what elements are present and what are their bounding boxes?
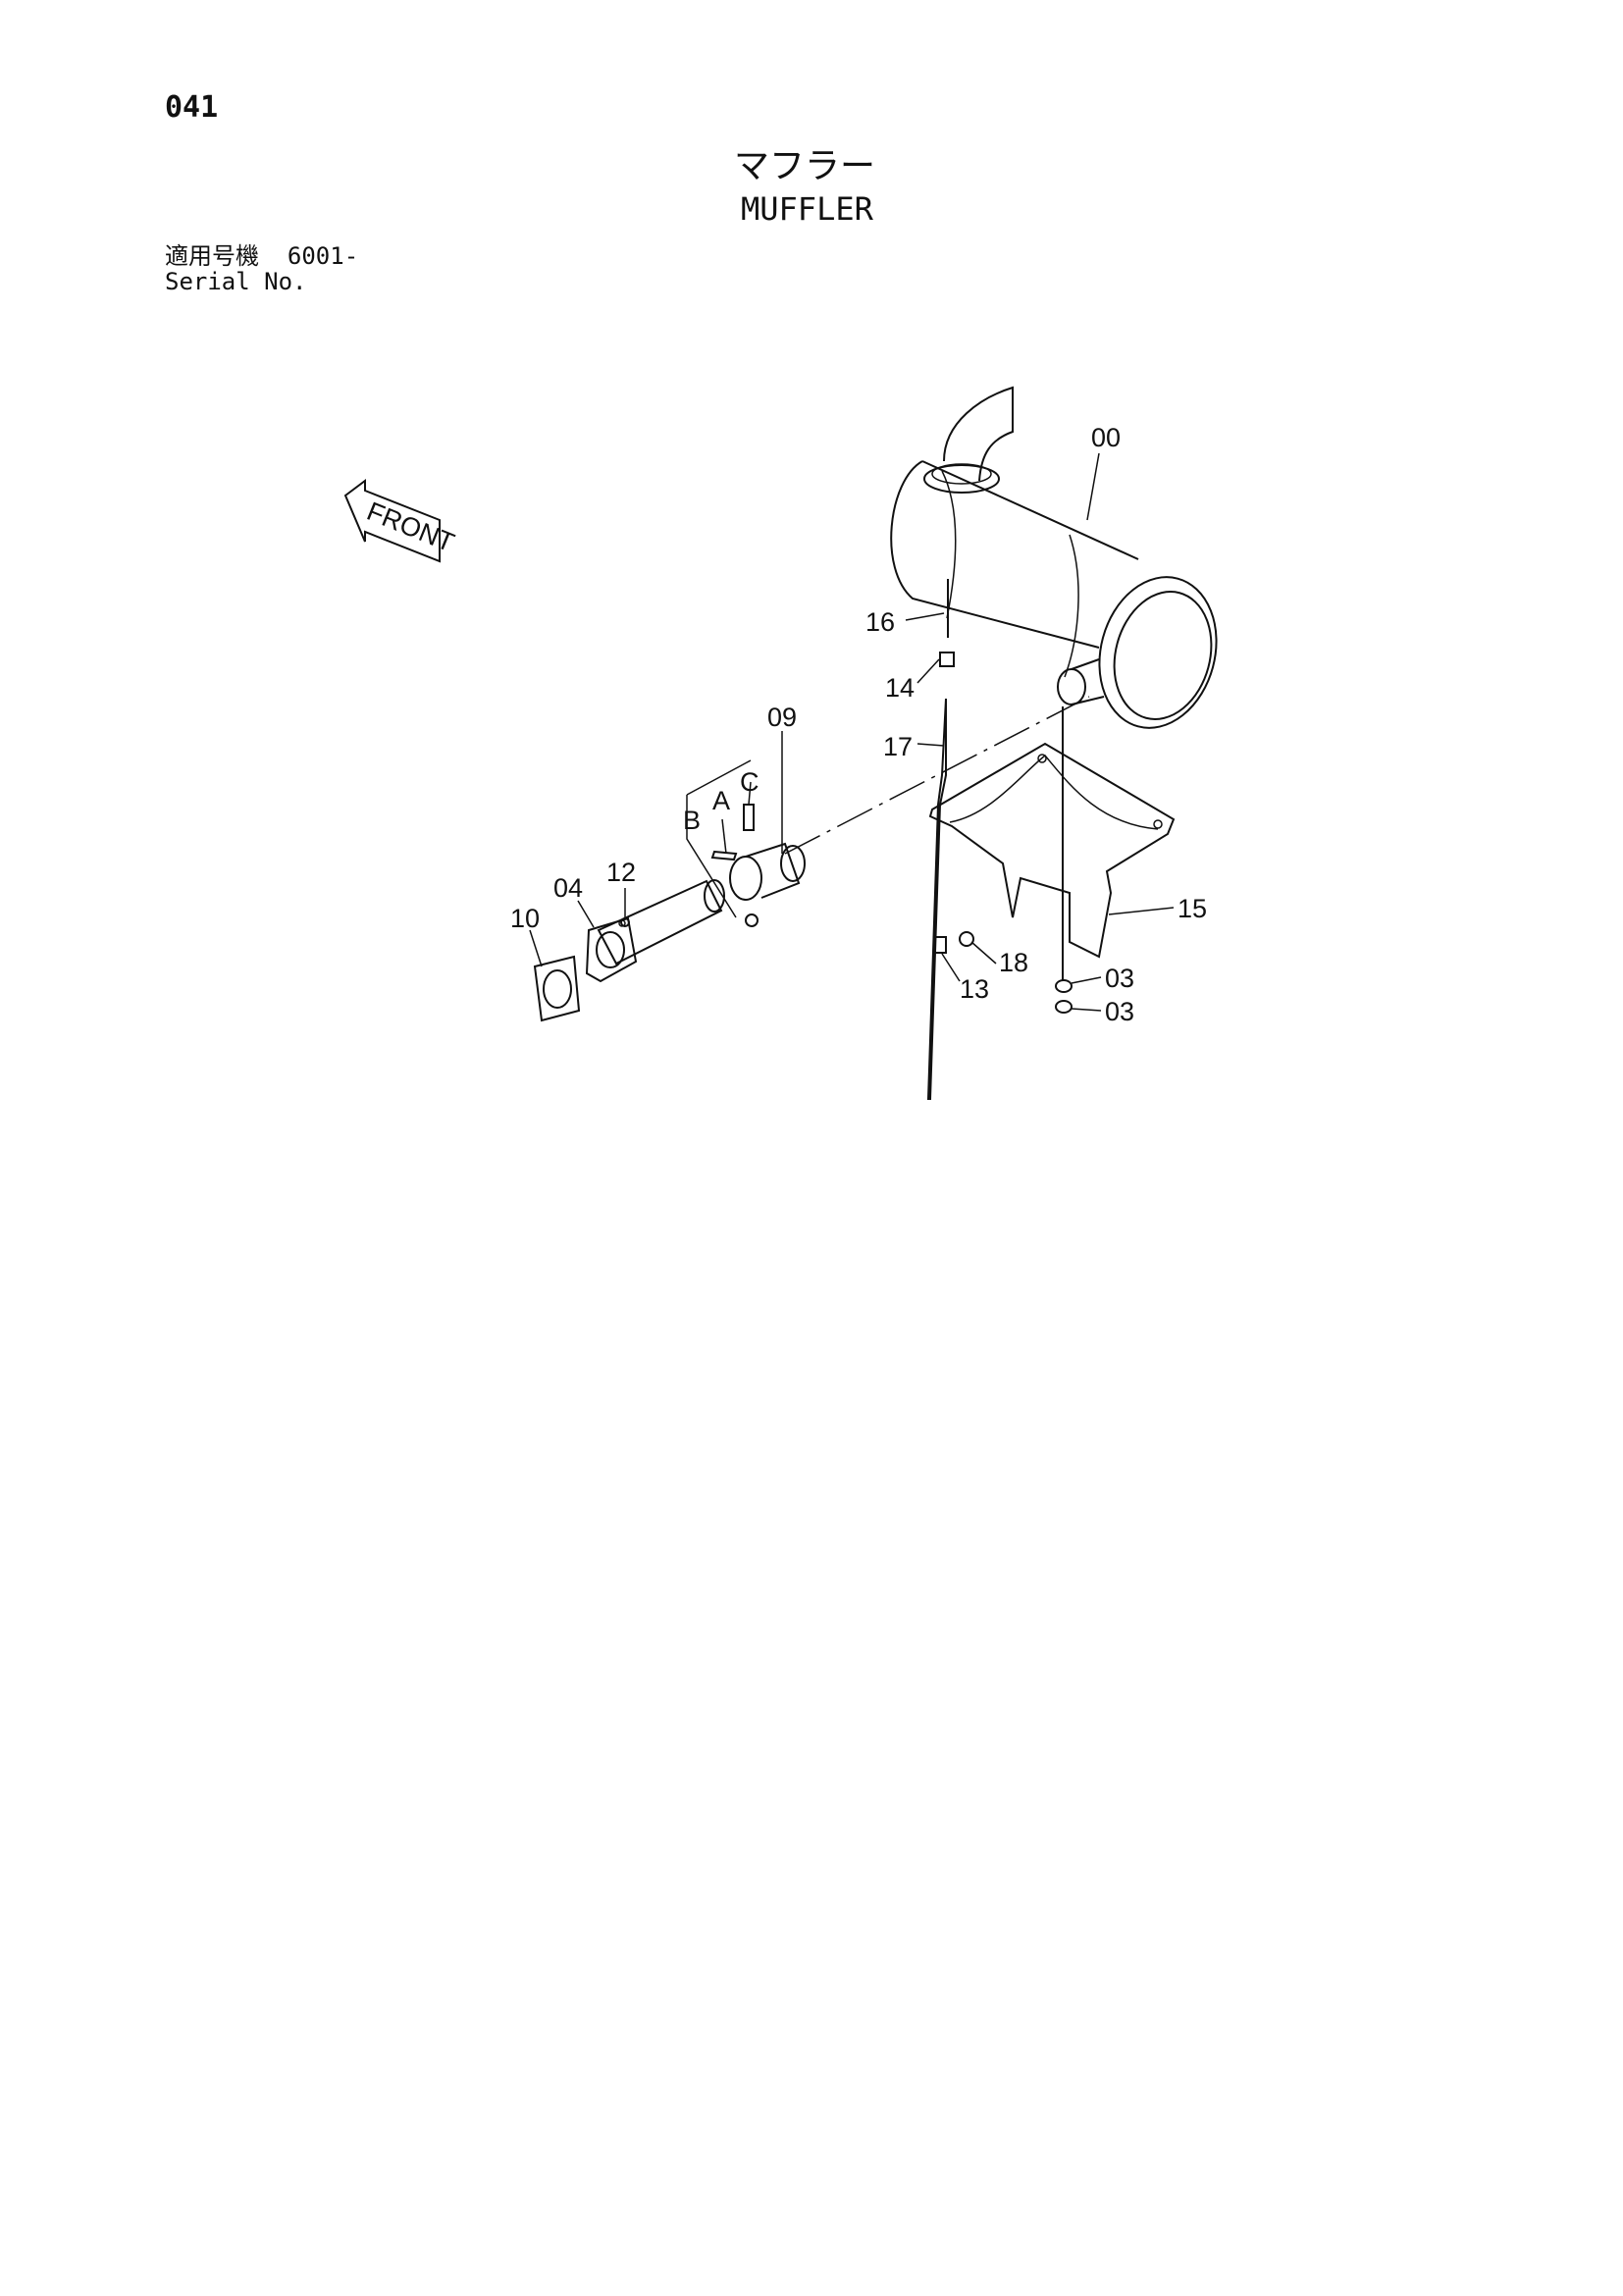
stay-17 <box>926 698 947 1100</box>
title-english: MUFFLER <box>741 190 873 228</box>
callout-18: 18 <box>999 948 1028 977</box>
heat-shield <box>928 742 1176 959</box>
callout-A: A <box>712 786 730 815</box>
callout-15: 15 <box>1178 894 1207 923</box>
title-japanese: マフラー <box>734 146 876 186</box>
callout-C: C <box>740 767 759 797</box>
leader-lines <box>529 452 1175 1012</box>
callout-09: 09 <box>767 703 797 732</box>
clamp-09 <box>686 731 806 927</box>
callout-03-upper: 03 <box>1105 964 1134 993</box>
callout-B: B <box>683 806 701 835</box>
nuts-03 <box>1055 706 1073 1014</box>
bolt-13-18 <box>933 931 974 954</box>
callout-04: 04 <box>553 873 583 903</box>
serial-label-en: Serial No. <box>165 268 307 295</box>
page-number: 041 <box>165 90 219 125</box>
serial-value: 6001- <box>287 242 359 270</box>
callout-10: 10 <box>510 904 540 933</box>
front-arrow-icon: FRONT <box>343 479 458 563</box>
muffler-body <box>890 386 1218 729</box>
callout-16: 16 <box>865 607 895 637</box>
callout-12: 12 <box>606 858 636 887</box>
serial-row-jp: 適用号機 6001- <box>165 243 358 269</box>
tail-pipe-04 <box>585 879 725 983</box>
callout-00: 00 <box>1091 423 1121 452</box>
callout-03-lower: 03 <box>1105 997 1134 1026</box>
callout-17: 17 <box>883 732 913 761</box>
front-label: FRONT <box>363 496 458 558</box>
nut-14 <box>939 652 955 667</box>
serial-label-jp: 適用号機 <box>165 242 259 270</box>
callout-14: 14 <box>885 673 915 703</box>
gasket-10 <box>533 955 581 1022</box>
callout-13: 13 <box>960 974 989 1004</box>
serial-block: 適用号機 6001- Serial No. <box>165 243 358 294</box>
